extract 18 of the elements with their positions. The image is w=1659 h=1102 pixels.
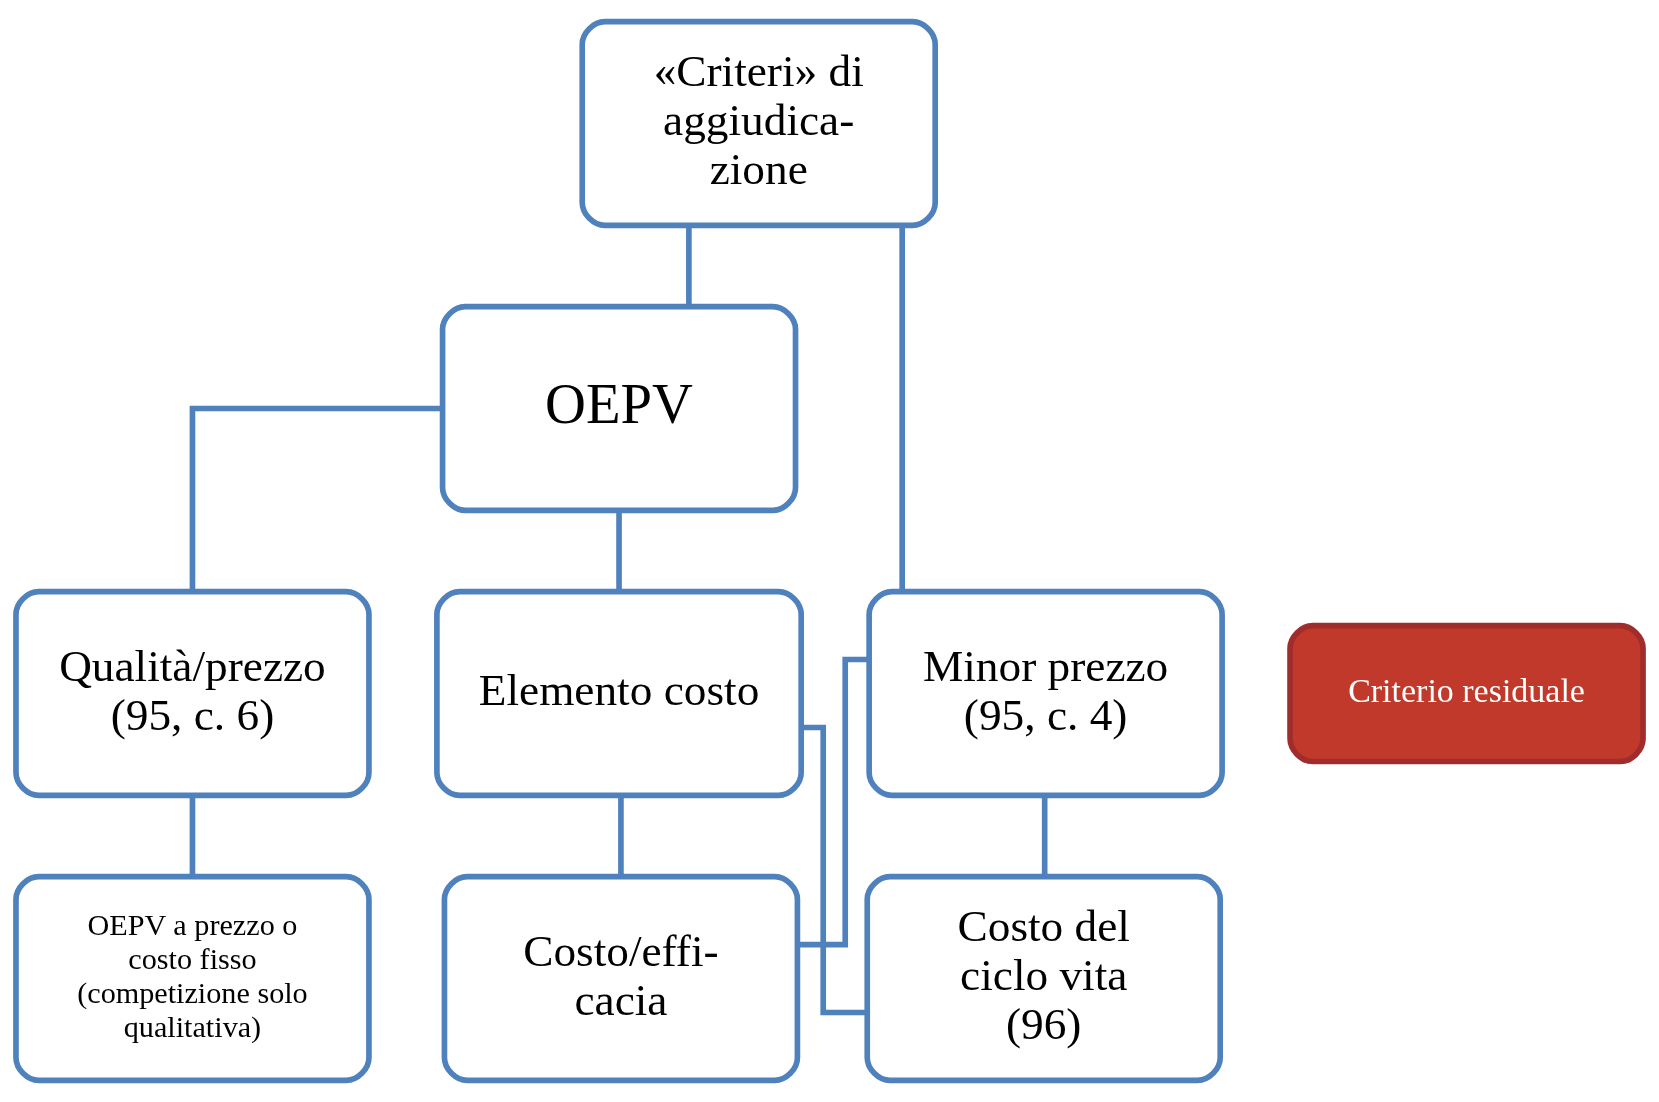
- node-box: Elemento costo: [434, 588, 805, 799]
- connector: [189, 795, 196, 877]
- connector: [618, 795, 624, 877]
- node-box: OEPV: [439, 303, 799, 514]
- connector: [686, 225, 692, 307]
- node-box: Costo/effi- cacia: [441, 873, 801, 1084]
- node-box: Qualità/prezzo (95, c. 6): [13, 588, 372, 799]
- node-box: «Criteri» di aggiudica- zione: [579, 18, 939, 229]
- connector: [797, 656, 869, 948]
- connector: [801, 724, 867, 1016]
- connector: [899, 226, 905, 592]
- connector: [189, 405, 443, 592]
- connector: [616, 510, 622, 592]
- node-box: Minor prezzo (95, c. 4): [866, 588, 1225, 799]
- node-box: OEPV a prezzo o costo fisso (competizione solo qualitativa): [13, 873, 372, 1084]
- node-box: Costo del ciclo vita (96): [864, 873, 1224, 1084]
- node-box: Criterio residuale: [1287, 622, 1646, 765]
- connector: [1041, 795, 1048, 877]
